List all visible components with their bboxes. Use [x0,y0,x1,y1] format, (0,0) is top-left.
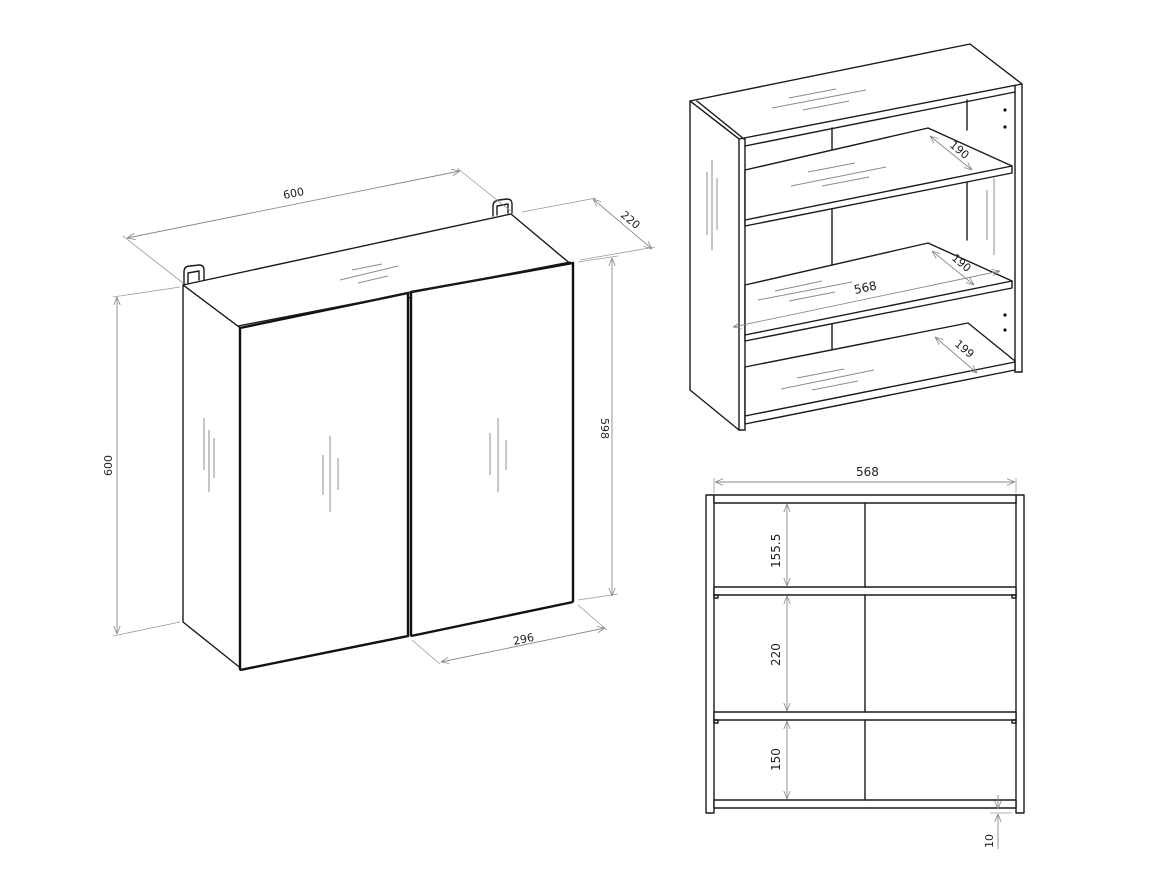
open-cabinet-view: 190 190 199 568 [689,43,1023,431]
shelf-bottom [744,322,1016,425]
gloss-marks [203,263,507,512]
front-top-panel [713,494,1017,504]
hanging-bracket-right [492,198,513,217]
closed-cabinet-view: 600 220 600 598 296 [102,167,656,672]
hanging-bracket-left [183,264,205,285]
front-shelf-2 [713,711,1017,721]
cabinet-side-panel [182,284,244,671]
dim-door-height-label: 598 [598,418,611,439]
dim-compartment-middle: 220 [769,643,783,666]
dim-depth-label: 220 [618,208,642,231]
dim-bottom-gap: 10 [983,834,996,848]
dim-width-label: 600 [282,185,305,202]
front-bottom-panel [713,799,1017,809]
dim-compartment-top: 155.5 [769,534,783,568]
front-shelf-1 [713,586,1017,596]
front-left-side [705,494,715,814]
right-door [410,262,574,637]
dim-outer-height-label: 600 [102,455,115,476]
front-right-side [1015,494,1025,814]
left-door [239,292,409,671]
dim-front-interior-width: 568 [856,465,879,479]
dim-door-width-label: 296 [512,631,535,648]
dim-compartment-bottom: 150 [769,748,783,771]
open-left-side [689,100,740,431]
dim-open-interior-width: 568 [853,278,878,296]
front-elevation-view: 568 155.5 220 150 10 [705,465,1025,849]
